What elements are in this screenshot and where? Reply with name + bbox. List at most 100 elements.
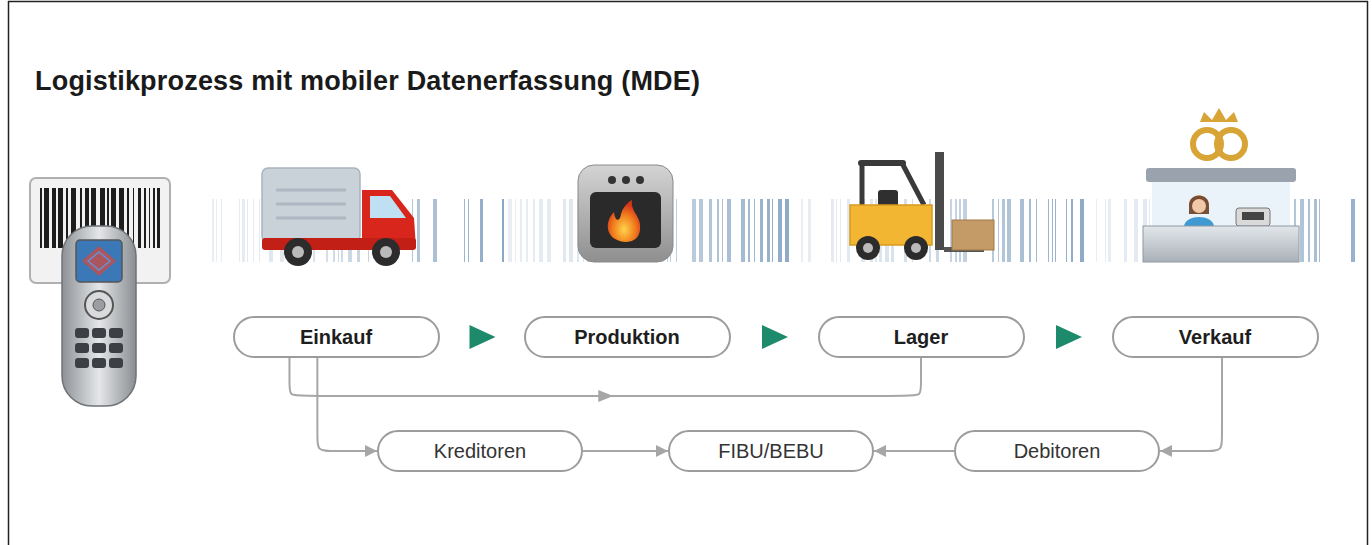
truck-icon [380, 246, 392, 258]
barcode-strip [1055, 199, 1056, 262]
keypad [109, 358, 123, 368]
truck-icon [284, 238, 312, 266]
flow-connector [1025, 325, 1112, 349]
barcode-strip [1052, 199, 1053, 262]
barcode-strip [259, 199, 260, 262]
barcode-strip [778, 199, 782, 262]
arrow-head [1056, 325, 1082, 349]
frame-border [1367, 1, 1369, 545]
barcode-label [153, 188, 155, 248]
shop-icon [1189, 196, 1209, 215]
scanner-icon [62, 226, 136, 406]
truck-icon [276, 189, 346, 192]
barcode-strip [221, 199, 222, 262]
arrow-head [598, 390, 613, 402]
account-box: Kreditoren [377, 430, 583, 472]
box-label: Kreditoren [434, 439, 526, 463]
flow-connector [583, 450, 668, 452]
barcode-strip [801, 199, 803, 262]
barcode-strip [526, 199, 528, 262]
box-label: Lager [894, 325, 948, 349]
barcode-strip [1105, 199, 1106, 262]
barcode-strip [468, 199, 469, 262]
flow-connector [731, 325, 818, 349]
barcode-strip [417, 199, 420, 262]
box-label: FIBU/BEBU [718, 439, 824, 463]
frame-border [8, 1, 10, 545]
barcode-strip [533, 199, 535, 262]
shop-icon [1192, 199, 1206, 213]
barcode-strip [741, 199, 745, 262]
forklift-icon [863, 243, 873, 253]
barcode-strip [676, 199, 677, 262]
forklift-icon [856, 236, 880, 260]
oven-icon [608, 176, 616, 184]
barcode-strip [547, 199, 551, 262]
truck-icon [372, 238, 400, 266]
scanner-icon [88, 252, 110, 270]
truck-icon [276, 217, 346, 220]
barcode-strip [1300, 199, 1304, 262]
keypad [75, 328, 89, 338]
account-box: FIBU/BEBU [668, 430, 874, 472]
shop-icon [1236, 208, 1270, 226]
shop-icon [1200, 108, 1238, 122]
barcode-strip [808, 199, 811, 262]
arrow-head [470, 325, 496, 349]
flow-connector [1160, 358, 1222, 451]
keypad [109, 343, 123, 353]
barcode-strip [699, 199, 703, 262]
shop-icon [1146, 168, 1296, 182]
box-label: Verkauf [1179, 325, 1251, 349]
barcode-strip [1029, 199, 1031, 262]
forklift-icon [858, 160, 906, 166]
scanner-icon [93, 299, 105, 311]
barcode-strip [1066, 199, 1067, 262]
barcode-strip [1036, 199, 1037, 262]
barcode-strip [772, 199, 773, 262]
barcode-strip [692, 199, 696, 262]
barcode-strip [836, 199, 837, 262]
frame-border [8, 1, 1368, 545]
truck-icon [370, 196, 406, 218]
flow-connector [874, 451, 954, 452]
barcode-strip [1048, 199, 1049, 262]
barcode-strip [1080, 199, 1084, 262]
barcode-strip [520, 199, 522, 262]
barcode-strip [539, 199, 543, 262]
barcode-strip [1071, 199, 1073, 262]
keypad [92, 358, 106, 368]
flow-connector [583, 451, 668, 452]
truck-icon [262, 168, 416, 266]
forklift-icon [860, 163, 865, 205]
truck-icon [276, 203, 346, 206]
barcode-strip [754, 199, 755, 262]
shop-icon [1184, 217, 1214, 226]
barcode-label [157, 188, 160, 248]
oven-icon [636, 176, 644, 184]
barcode-strip [480, 199, 483, 262]
box-label: Einkauf [300, 325, 372, 349]
account-box: Debitoren [954, 430, 1160, 472]
oven-icon [608, 200, 640, 242]
barcode-label [40, 188, 42, 248]
shop-icon [1242, 212, 1264, 220]
barcode-strip [998, 199, 999, 262]
scanner-icon [30, 178, 170, 406]
flow-connector [874, 450, 954, 452]
truck-icon [292, 246, 304, 258]
flow-connector [440, 325, 524, 349]
truck-icon [262, 168, 360, 242]
forklift-icon [850, 152, 994, 260]
barcode-strip [1134, 199, 1138, 262]
barcode-strip [253, 199, 254, 262]
barcode-strip [1308, 199, 1310, 262]
barcode-label [133, 188, 134, 248]
barcode-strip [840, 199, 841, 262]
frame-border [8, 1, 1368, 3]
barcode-strip [247, 199, 248, 262]
process-box: Produktion [524, 316, 731, 358]
barcode-strip [1002, 199, 1005, 262]
barcode-strip [515, 199, 516, 262]
